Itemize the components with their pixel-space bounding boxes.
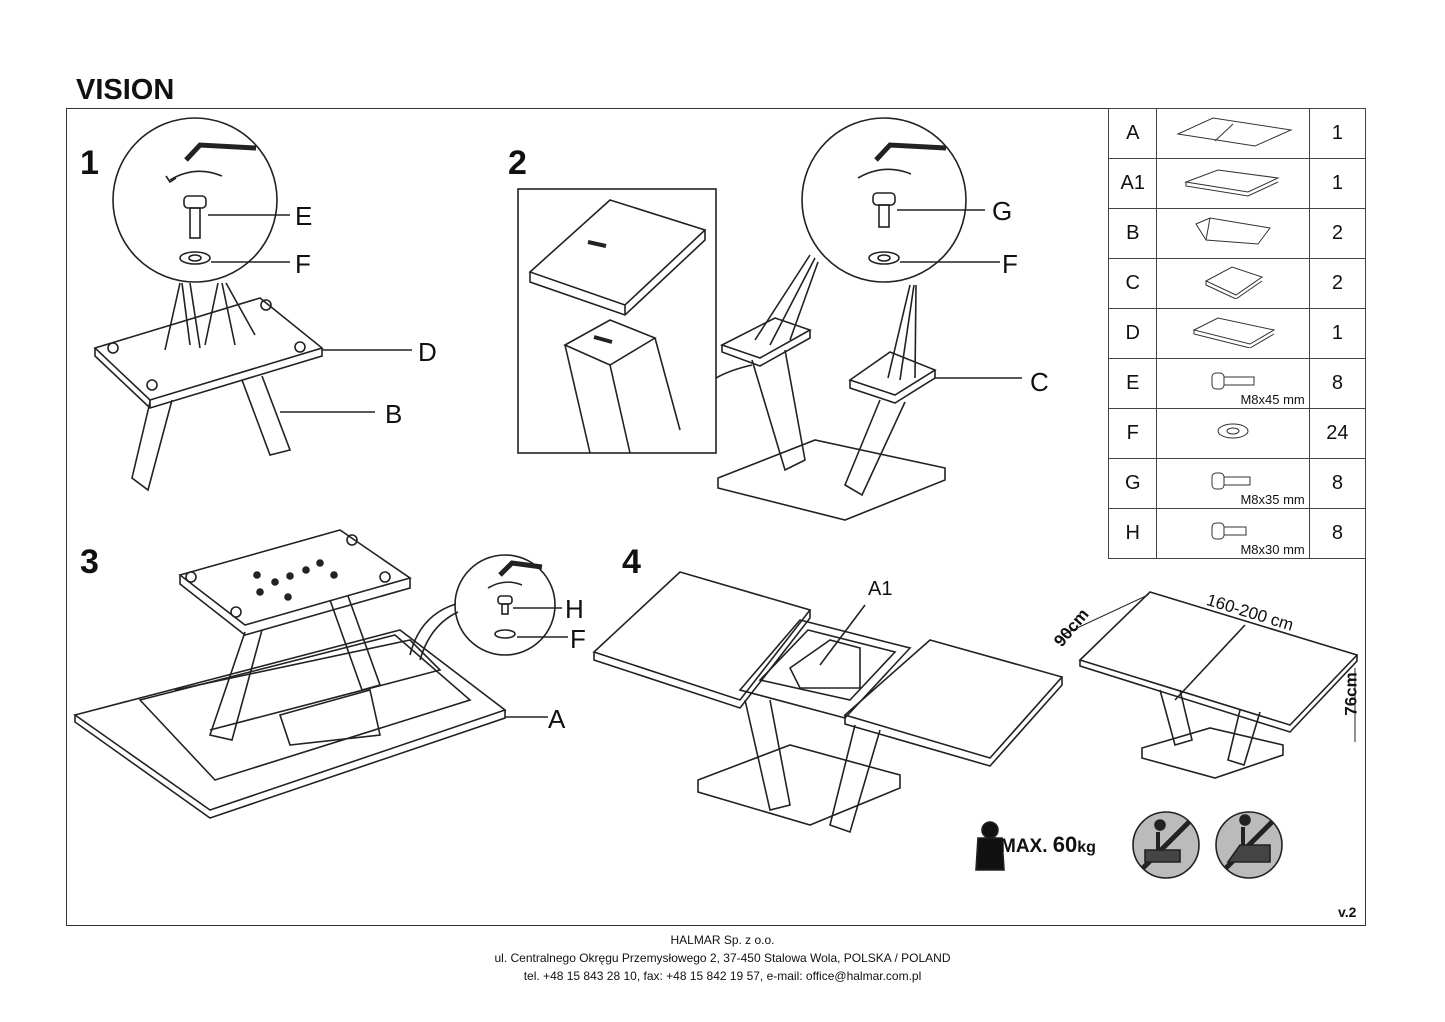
part-quantity: 1 [1308,108,1367,159]
part-quantity: 8 [1308,508,1367,559]
warning-icons [1132,811,1283,879]
step2-illustration [517,117,1022,521]
footer-address: ul. Centralnego Okręgu Przemysłowego 2, … [494,951,951,965]
step4-illustration [592,571,1064,834]
part-code: D [1107,308,1158,359]
footer: HALMAR Sp. z o.o. ul. Centralnego Okręgu… [0,931,1445,985]
step-number: 2 [508,144,527,182]
callout-label: F [295,249,311,279]
part-size: M8x45 mm [1240,392,1305,407]
version-label: v.2 [1338,904,1357,920]
step1-illustration [93,117,412,492]
part-illustration: M8x35 mm [1156,458,1310,509]
part-code: H [1107,508,1158,559]
callout-label: A1 [868,578,893,600]
weight-icon [975,821,1005,871]
callout-label: G [992,196,1013,226]
part-code: A [1107,108,1158,159]
part-quantity: 2 [1308,208,1367,259]
step-number: 3 [80,543,99,581]
part-illustration: M8x30 mm [1156,508,1310,559]
callout-label: B [385,399,403,429]
part-code: C [1107,258,1158,309]
step-number: 1 [80,144,99,182]
callout-label: F [1002,249,1018,279]
part-code: G [1107,458,1158,509]
footer-contact: tel. +48 15 843 28 10, fax: +48 15 842 1… [523,969,922,983]
instruction-frame [66,108,1366,926]
part-quantity: 2 [1308,258,1367,309]
callout-label: D [418,337,437,367]
part-illustration: M8x45 mm [1156,358,1310,409]
part-illustration [1156,308,1310,359]
part-row: A1 1 [1107,158,1367,209]
part-quantity: 8 [1308,358,1367,409]
part-size: M8x35 mm [1240,492,1305,507]
part-code: E [1107,358,1158,409]
part-illustration [1156,158,1310,209]
callout-label: A [548,704,566,734]
document-title: VISION [76,74,175,106]
part-quantity: 1 [1308,158,1367,209]
part-quantity: 24 [1308,408,1367,459]
part-illustration [1156,208,1310,259]
part-illustration [1156,258,1310,309]
step3-illustration [73,529,568,819]
part-size: M8x30 mm [1240,542,1305,557]
footer-company: HALMAR Sp. z o.o. [670,933,775,947]
callout-label: C [1030,367,1049,397]
dimension-illustration [1061,591,1359,779]
max-load-label: MAX. 60kg [1000,832,1096,858]
callout-label: H [565,594,584,624]
max-load-prefix: MAX. [1000,836,1048,857]
callout-label: F [570,624,586,654]
part-quantity: 1 [1308,308,1367,359]
max-load-value: 60 [1052,832,1078,857]
part-row: F 24 [1107,408,1367,459]
part-code: A1 [1107,158,1158,209]
max-load-unit: kg [1077,839,1096,856]
part-quantity: 8 [1308,458,1367,509]
callout-label: E [295,201,313,231]
part-illustration [1156,108,1310,159]
part-code: F [1107,408,1158,459]
height-dimension: 76cm [1341,672,1361,716]
step-number: 4 [622,543,641,581]
part-illustration [1156,408,1310,459]
part-code: B [1107,208,1158,259]
